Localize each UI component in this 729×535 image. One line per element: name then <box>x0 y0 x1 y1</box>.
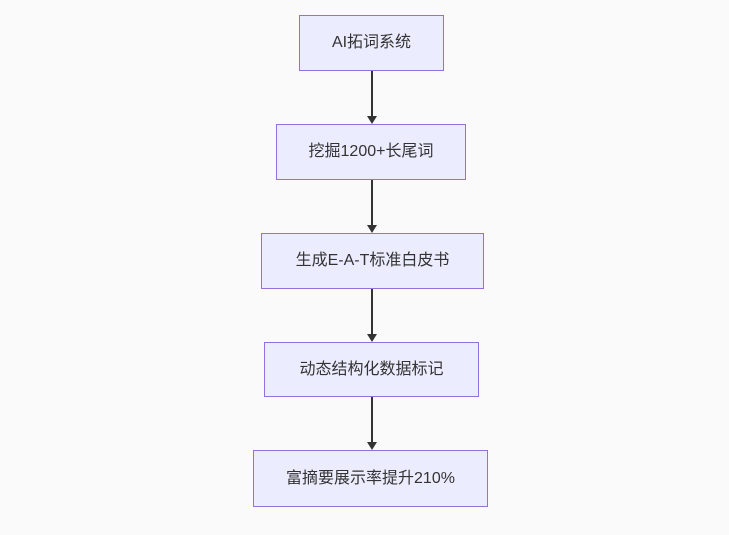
flow-edge-3 <box>366 289 377 342</box>
node-label: 挖掘1200+长尾词 <box>308 143 434 160</box>
node-ai-keyword-expansion-system: AI拓词系统 <box>299 15 444 71</box>
node-eat-standard-whitepaper: 生成E-A-T标准白皮书 <box>261 233 484 289</box>
node-label: 富摘要展示率提升210% <box>286 469 455 487</box>
node-label: 动态结构化数据标记 <box>299 360 444 378</box>
edge-line <box>370 397 373 442</box>
arrowhead-down-icon <box>366 334 377 342</box>
flow-edge-2 <box>366 180 377 233</box>
node-label: 生成E-A-T标准白皮书 <box>295 252 450 269</box>
flow-edge-4 <box>366 397 377 450</box>
edge-line <box>370 180 373 225</box>
node-label: AI拓词系统 <box>331 34 412 51</box>
arrowhead-down-icon <box>366 225 377 233</box>
node-dynamic-structured-data-markup: 动态结构化数据标记 <box>264 342 479 397</box>
node-longtail-keyword-mining: 挖掘1200+长尾词 <box>276 124 466 180</box>
arrowhead-down-icon <box>366 442 377 450</box>
edge-line <box>370 71 373 116</box>
arrowhead-down-icon <box>366 116 377 124</box>
flow-edge-1 <box>366 71 377 124</box>
node-rich-snippet-rate-increase: 富摘要展示率提升210% <box>253 450 488 507</box>
edge-line <box>370 289 373 334</box>
